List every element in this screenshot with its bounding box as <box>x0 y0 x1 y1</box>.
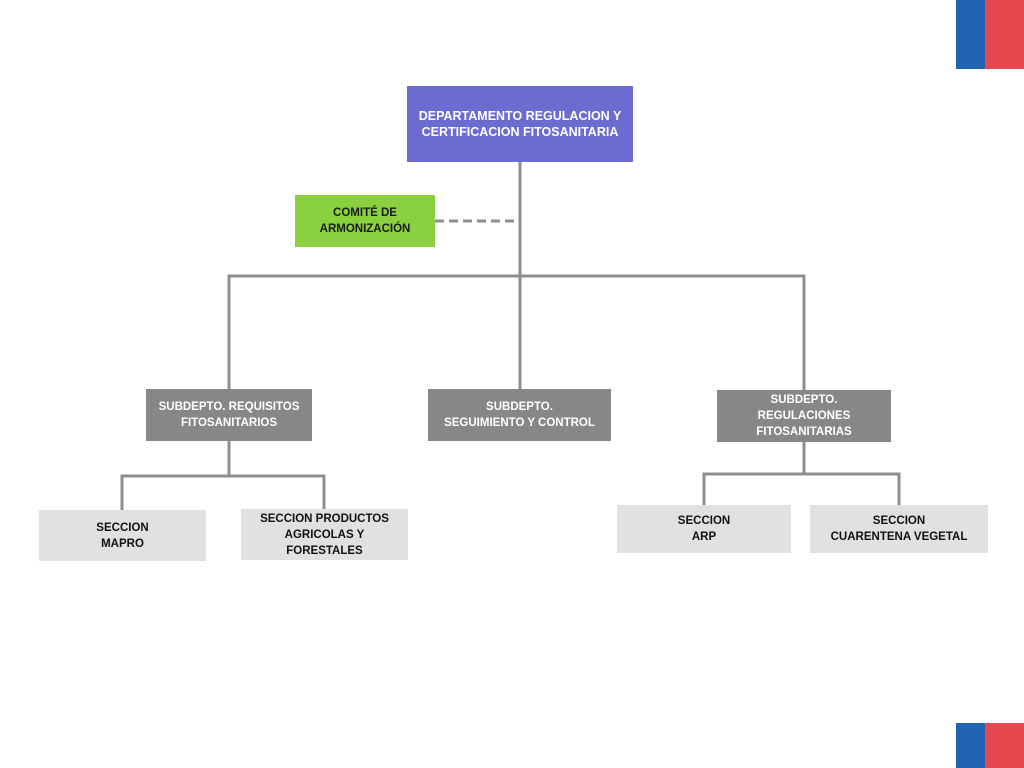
subdept-box-regulaciones: SUBDEPTO. REGULACIONES FITOSANITARIAS <box>717 390 891 442</box>
section-box-cuarentena: SECCION CUARENTENA VEGETAL <box>810 505 988 553</box>
flag-corner-top <box>956 0 1024 69</box>
flag-stripe-blue <box>956 723 985 768</box>
section-box-productos: SECCION PRODUCTOS AGRICOLAS Y FORESTALES <box>241 509 408 560</box>
flag-corner-bottom <box>956 723 1024 768</box>
section-box-mapro: SECCION MAPRO <box>39 510 206 561</box>
department-box: DEPARTAMENTO REGULACION Y CERTIFICACION … <box>407 86 633 162</box>
subdept-box-seguimiento: SUBDEPTO. SEGUIMIENTO Y CONTROL <box>428 389 611 441</box>
section-box-arp: SECCION ARP <box>617 505 791 553</box>
subdept-box-requisitos: SUBDEPTO. REQUISITOS FITOSANITARIOS <box>146 389 312 441</box>
section-bus-left <box>120 439 326 512</box>
subdept-bus <box>227 274 806 392</box>
flag-stripe-red <box>985 0 1024 69</box>
committee-box: COMITÉ DE ARMONIZACIÓN <box>295 195 435 247</box>
flag-stripe-red <box>985 723 1024 768</box>
flag-stripe-blue <box>956 0 985 69</box>
section-bus-right <box>702 440 901 507</box>
